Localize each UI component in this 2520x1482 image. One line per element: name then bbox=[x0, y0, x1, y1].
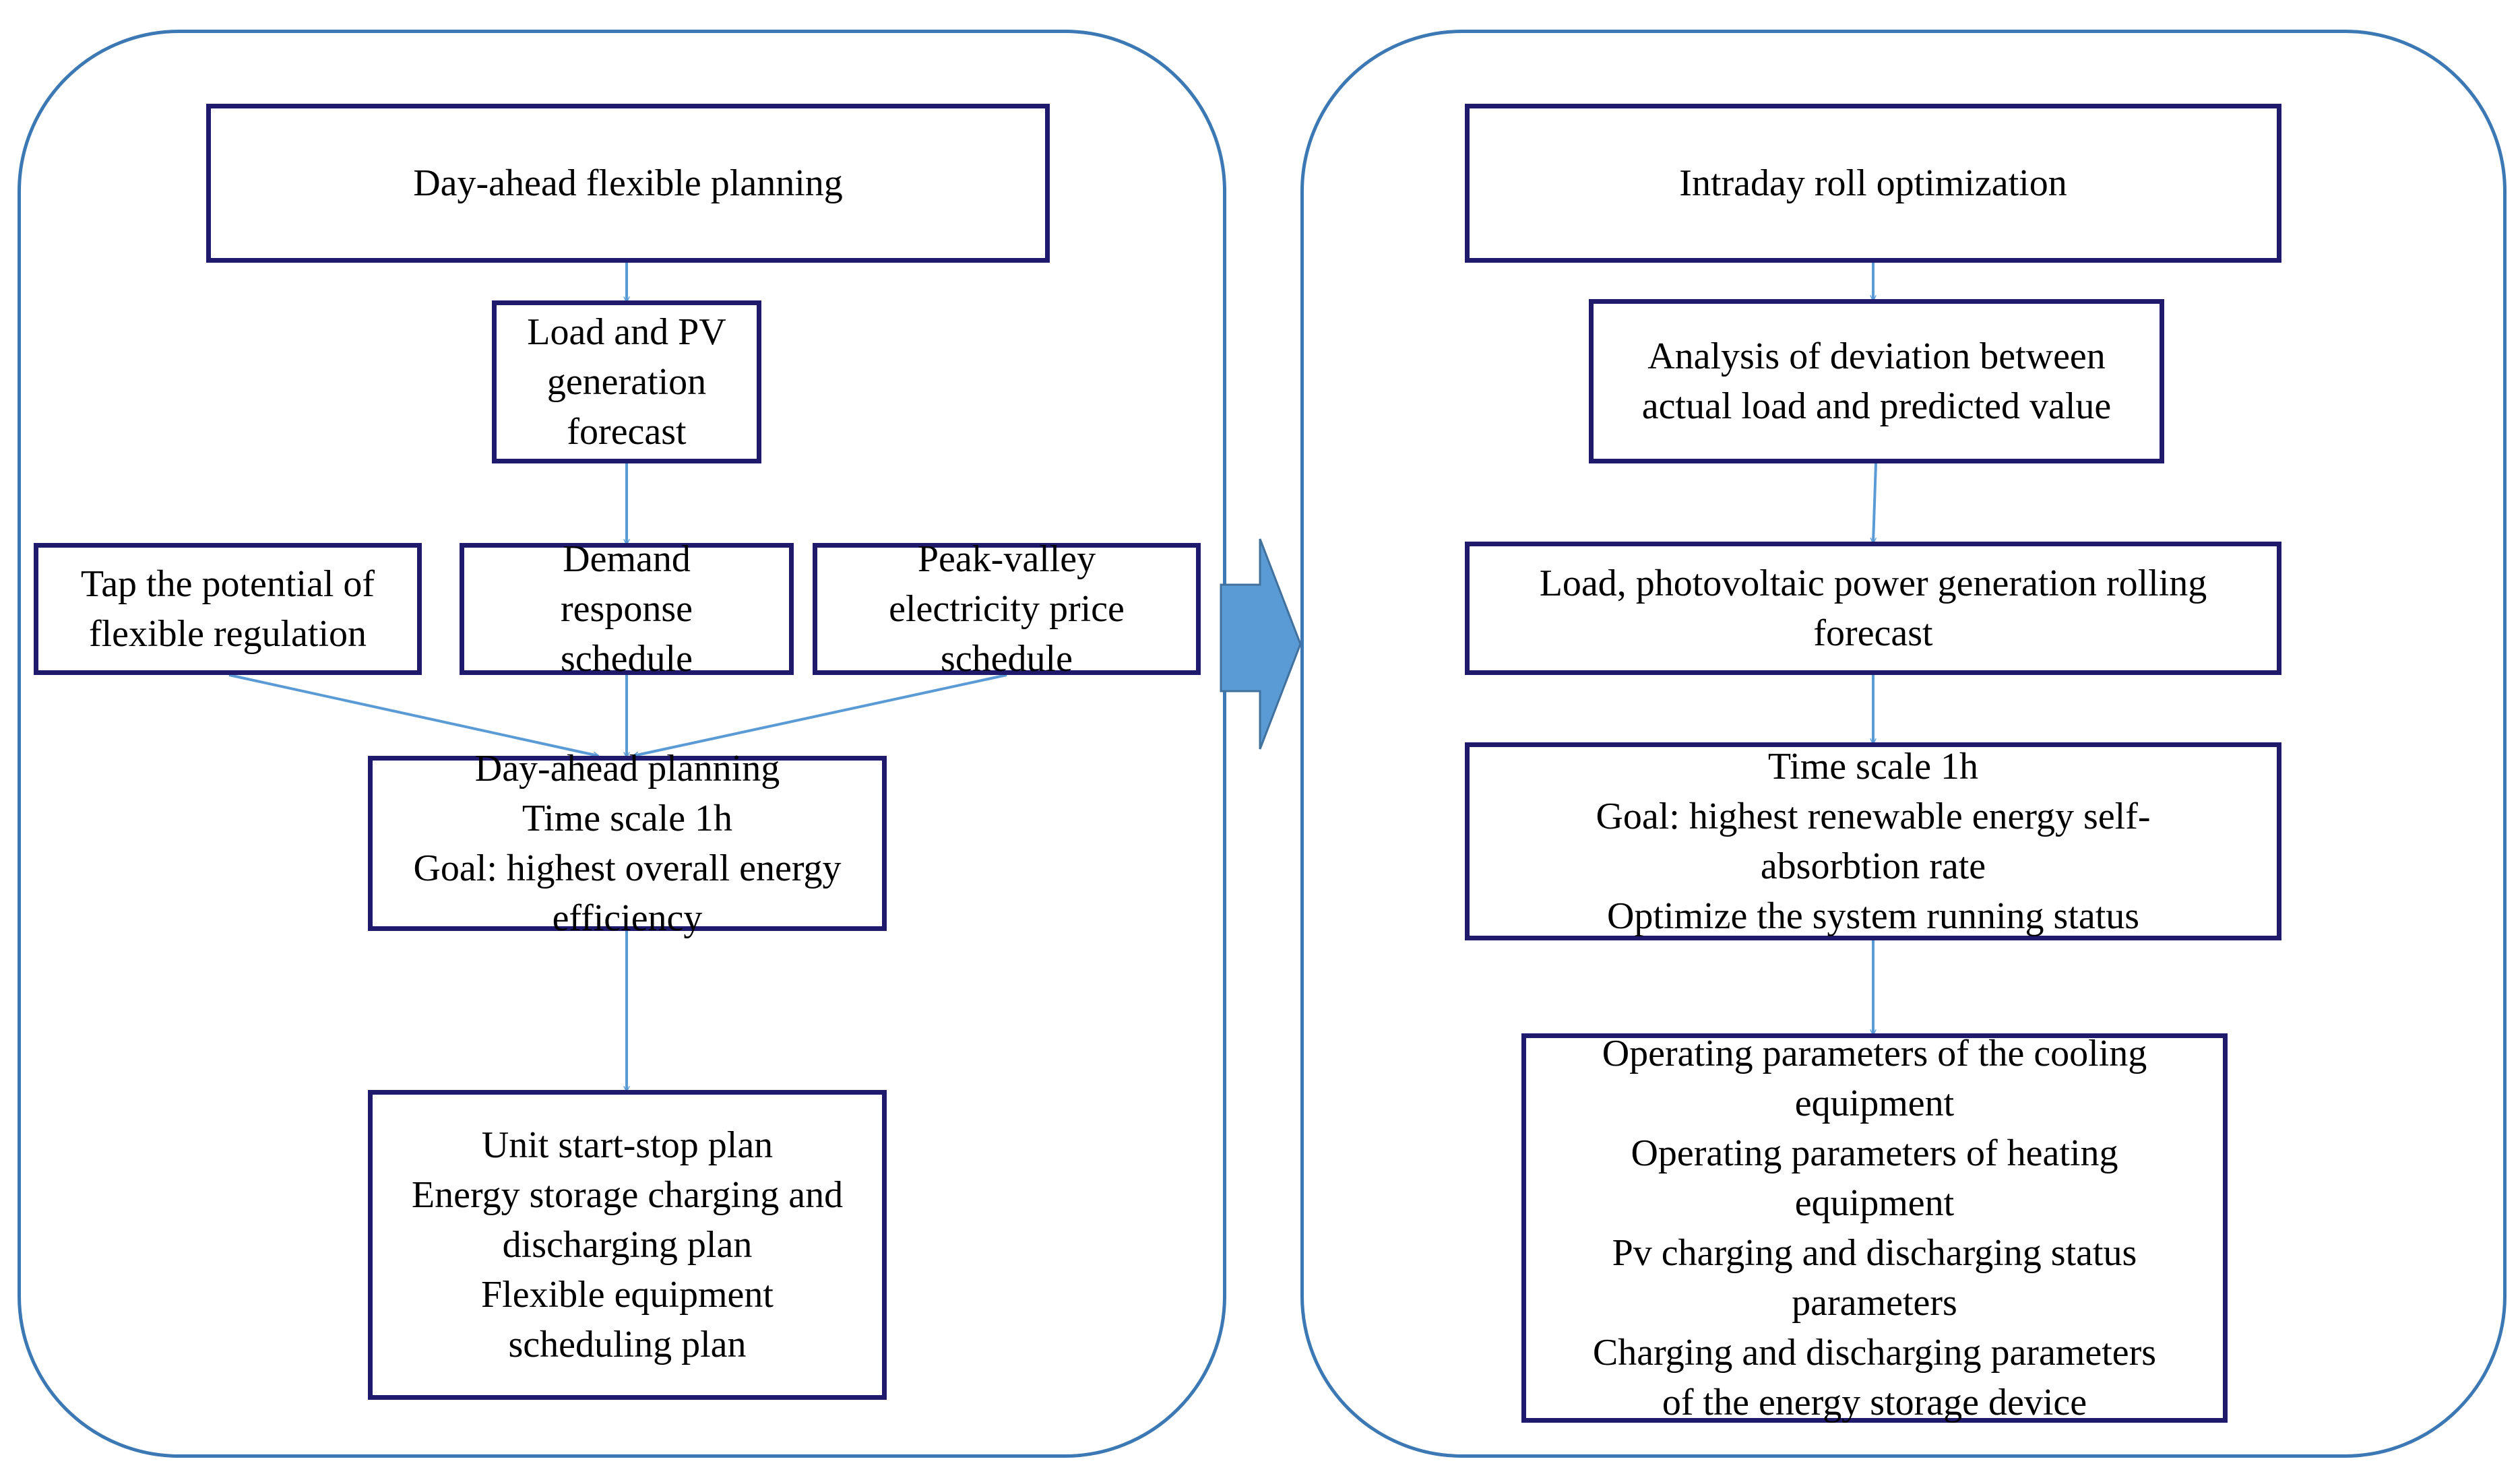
params-line: Operating parameters of heating bbox=[1631, 1132, 2118, 1174]
demand-line: Demand bbox=[563, 538, 691, 580]
plan-line: Unit start-stop plan bbox=[481, 1124, 774, 1166]
tap-potential-box: Tap the potential of flexible regulation bbox=[34, 543, 422, 675]
tap-line: Tap the potential of bbox=[80, 563, 375, 605]
planning-line: Day-ahead planning bbox=[474, 748, 780, 790]
planning-line: efficiency bbox=[552, 897, 703, 939]
plan-line: scheduling plan bbox=[508, 1324, 747, 1365]
peak-line: electricity price bbox=[889, 588, 1125, 630]
params-line: of the energy storage device bbox=[1662, 1382, 2087, 1423]
peak-valley-box: Peak-valley electricity price schedule bbox=[813, 538, 1201, 680]
forecast-line: generation bbox=[546, 361, 707, 403]
tap-line: flexible regulation bbox=[88, 613, 367, 655]
params-line: equipment bbox=[1794, 1182, 1955, 1224]
day-ahead-title: Day-ahead flexible planning bbox=[413, 162, 843, 204]
rolling-line: forecast bbox=[1813, 612, 1933, 654]
demand-response-box: Demand response schedule bbox=[460, 538, 794, 680]
intraday-title-box: Intraday roll optimization bbox=[1465, 104, 2281, 263]
peak-line: Peak-valley bbox=[917, 538, 1096, 580]
deviation-line: actual load and predicted value bbox=[1641, 385, 2112, 427]
intraday-title: Intraday roll optimization bbox=[1679, 162, 2067, 204]
params-line: Operating parameters of the cooling bbox=[1602, 1033, 2147, 1074]
params-line: Pv charging and discharging status bbox=[1612, 1232, 2137, 1274]
goal-line: absorbtion rate bbox=[1760, 845, 1986, 887]
goal-line: Goal: highest renewable energy self- bbox=[1596, 796, 2151, 837]
params-line: equipment bbox=[1794, 1083, 1955, 1124]
forecast-line: forecast bbox=[567, 411, 687, 453]
rolling-forecast-box: Load, photovoltaic power generation roll… bbox=[1465, 542, 2281, 675]
deviation-line: Analysis of deviation between bbox=[1647, 335, 2106, 377]
plan-line: Flexible equipment bbox=[481, 1274, 774, 1316]
params-line: parameters bbox=[1792, 1282, 1957, 1324]
params-line: Charging and discharging parameters bbox=[1592, 1332, 2157, 1374]
forecast-line: Load and PV bbox=[527, 311, 726, 353]
demand-line: response bbox=[561, 588, 693, 630]
operating-parameters-box: Operating parameters of the cooling equi… bbox=[1521, 1033, 2228, 1423]
plan-line: Energy storage charging and bbox=[411, 1174, 844, 1216]
demand-line: schedule bbox=[561, 638, 693, 680]
day-ahead-title-box: Day-ahead flexible planning bbox=[206, 104, 1050, 263]
day-ahead-planning-box: Day-ahead planning Time scale 1h Goal: h… bbox=[368, 748, 887, 939]
unit-plan-box: Unit start-stop plan Energy storage char… bbox=[368, 1090, 887, 1400]
goal-line: Time scale 1h bbox=[1767, 746, 1979, 787]
planning-line: Goal: highest overall energy bbox=[413, 847, 842, 889]
transition-arrow-icon bbox=[1220, 538, 1302, 750]
peak-line: schedule bbox=[941, 638, 1073, 680]
goal-line: Optimize the system running status bbox=[1606, 895, 2140, 937]
rolling-line: Load, photovoltaic power generation roll… bbox=[1539, 562, 2207, 604]
planning-line: Time scale 1h bbox=[522, 798, 733, 839]
intraday-goal-box: Time scale 1h Goal: highest renewable en… bbox=[1465, 742, 2281, 940]
load-pv-forecast-box: Load and PV generation forecast bbox=[492, 300, 761, 463]
deviation-analysis-box: Analysis of deviation between actual loa… bbox=[1589, 299, 2164, 463]
plan-line: discharging plan bbox=[502, 1224, 753, 1266]
